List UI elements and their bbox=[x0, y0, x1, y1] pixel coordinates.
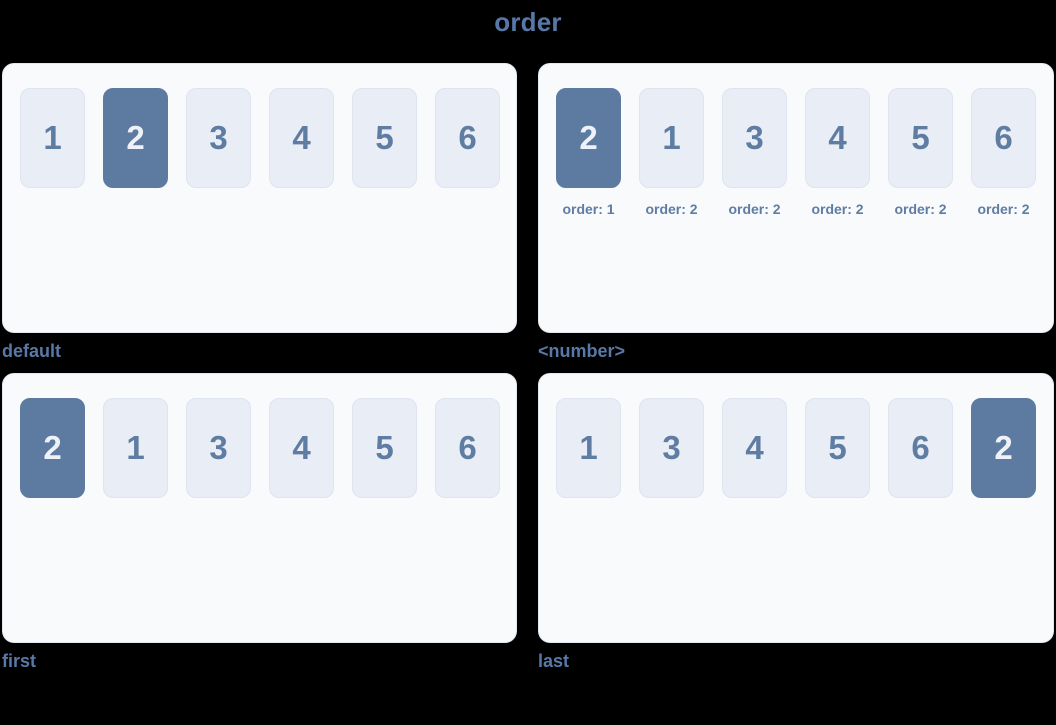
flex-item-column: 1 order: 2 bbox=[639, 88, 704, 217]
flex-item-column: 2 bbox=[971, 398, 1036, 498]
flex-item-box-5: 5 bbox=[352, 398, 417, 498]
flex-item-box-1: 1 bbox=[556, 398, 621, 498]
flex-item-box-2-highlighted: 2 bbox=[103, 88, 168, 188]
flex-item-box-3: 3 bbox=[186, 398, 251, 498]
demo-panel-first: 2 1 3 4 5 6 bbox=[2, 373, 517, 643]
flex-item-box-2-highlighted: 2 bbox=[556, 88, 621, 188]
box-number: 3 bbox=[662, 429, 681, 466]
flex-item-column: 5 bbox=[352, 88, 417, 188]
flex-item-column: 2 bbox=[20, 398, 85, 498]
box-number: 6 bbox=[458, 429, 477, 466]
flex-item-column: 6 order: 2 bbox=[971, 88, 1036, 217]
panel-caption-default: default bbox=[2, 341, 62, 361]
box-number: 5 bbox=[828, 429, 847, 466]
box-number: 1 bbox=[43, 119, 62, 156]
demo-cell-number: 2 order: 1 1 order: 2 3 order: 2 4 order: 2 5 ord… bbox=[538, 63, 1054, 373]
flex-item-box-4: 4 bbox=[722, 398, 787, 498]
box-number: 5 bbox=[911, 119, 930, 156]
demo-grid: 1 2 3 4 5 6 default 2 order: 1 1 order: 2 3 order: 2… bbox=[2, 63, 1054, 683]
order-value-label: order: 2 bbox=[894, 201, 947, 217]
flex-item-column: 5 bbox=[352, 398, 417, 498]
flex-item-box-2-highlighted: 2 bbox=[971, 398, 1036, 498]
demo-cell-first: 2 1 3 4 5 6 first bbox=[2, 373, 517, 683]
demo-panel-default: 1 2 3 4 5 6 bbox=[2, 63, 517, 333]
flex-item-column: 6 bbox=[435, 398, 500, 498]
page-title: order bbox=[494, 7, 562, 37]
box-number: 5 bbox=[375, 119, 394, 156]
order-value-label: order: 2 bbox=[811, 201, 864, 217]
flex-item-box-1: 1 bbox=[639, 88, 704, 188]
flex-item-box-4: 4 bbox=[269, 88, 334, 188]
panel-caption-first: first bbox=[2, 651, 37, 671]
box-number: 6 bbox=[994, 119, 1013, 156]
flex-item-box-3: 3 bbox=[639, 398, 704, 498]
flex-item-box-4: 4 bbox=[269, 398, 334, 498]
flex-item-column: 3 order: 2 bbox=[722, 88, 787, 217]
flex-item-column: 1 bbox=[556, 398, 621, 498]
flex-item-box-5: 5 bbox=[805, 398, 870, 498]
box-number: 4 bbox=[292, 119, 311, 156]
flex-item-column: 3 bbox=[639, 398, 704, 498]
flex-item-box-5: 5 bbox=[888, 88, 953, 188]
box-number: 2 bbox=[579, 119, 598, 156]
demo-panel-number: 2 order: 1 1 order: 2 3 order: 2 4 order: 2 5 ord… bbox=[538, 63, 1054, 333]
flex-item-box-5: 5 bbox=[352, 88, 417, 188]
box-number: 4 bbox=[292, 429, 311, 466]
flex-item-box-6: 6 bbox=[435, 88, 500, 188]
order-value-label: order: 2 bbox=[645, 201, 698, 217]
box-number: 1 bbox=[662, 119, 681, 156]
flex-item-box-1: 1 bbox=[20, 88, 85, 188]
flex-item-column: 2 order: 1 bbox=[556, 88, 621, 217]
box-number: 3 bbox=[209, 119, 228, 156]
flex-item-box-2-highlighted: 2 bbox=[20, 398, 85, 498]
box-number: 4 bbox=[745, 429, 764, 466]
box-number: 3 bbox=[745, 119, 764, 156]
box-number: 6 bbox=[458, 119, 477, 156]
flex-item-column: 1 bbox=[20, 88, 85, 188]
flex-item-column: 4 bbox=[269, 88, 334, 188]
flex-item-column: 4 bbox=[722, 398, 787, 498]
flex-item-box-4: 4 bbox=[805, 88, 870, 188]
panel-caption-number: <number> bbox=[538, 341, 626, 361]
flex-item-column: 3 bbox=[186, 398, 251, 498]
flex-item-column: 5 order: 2 bbox=[888, 88, 953, 217]
box-number: 1 bbox=[579, 429, 598, 466]
flex-item-box-3: 3 bbox=[186, 88, 251, 188]
flex-item-box-6: 6 bbox=[435, 398, 500, 498]
demo-cell-default: 1 2 3 4 5 6 default bbox=[2, 63, 517, 373]
box-number: 2 bbox=[126, 119, 145, 156]
flex-row: 1 3 4 5 6 2 bbox=[556, 398, 1037, 498]
flex-item-box-3: 3 bbox=[722, 88, 787, 188]
order-value-label: order: 1 bbox=[562, 201, 615, 217]
flex-item-column: 6 bbox=[435, 88, 500, 188]
box-number: 4 bbox=[828, 119, 847, 156]
flex-item-box-6: 6 bbox=[888, 398, 953, 498]
demo-cell-last: 1 3 4 5 6 2 last bbox=[538, 373, 1054, 683]
flex-item-column: 6 bbox=[888, 398, 953, 498]
flex-item-column: 1 bbox=[103, 398, 168, 498]
box-number: 6 bbox=[911, 429, 930, 466]
flex-item-column: 2 bbox=[103, 88, 168, 188]
flex-row: 1 2 3 4 5 6 bbox=[20, 88, 500, 188]
flex-item-column: 5 bbox=[805, 398, 870, 498]
box-number: 2 bbox=[994, 429, 1013, 466]
demo-panel-last: 1 3 4 5 6 2 bbox=[538, 373, 1054, 643]
order-value-label: order: 2 bbox=[728, 201, 781, 217]
flex-item-box-6: 6 bbox=[971, 88, 1036, 188]
flex-item-box-1: 1 bbox=[103, 398, 168, 498]
flex-row: 2 order: 1 1 order: 2 3 order: 2 4 order: 2 5 ord… bbox=[556, 88, 1037, 217]
flex-item-column: 4 bbox=[269, 398, 334, 498]
box-number: 3 bbox=[209, 429, 228, 466]
panel-caption-last: last bbox=[538, 651, 570, 671]
box-number: 2 bbox=[43, 429, 62, 466]
box-number: 5 bbox=[375, 429, 394, 466]
flex-row: 2 1 3 4 5 6 bbox=[20, 398, 500, 498]
flex-item-column: 3 bbox=[186, 88, 251, 188]
flex-item-column: 4 order: 2 bbox=[805, 88, 870, 217]
box-number: 1 bbox=[126, 429, 145, 466]
order-value-label: order: 2 bbox=[977, 201, 1030, 217]
